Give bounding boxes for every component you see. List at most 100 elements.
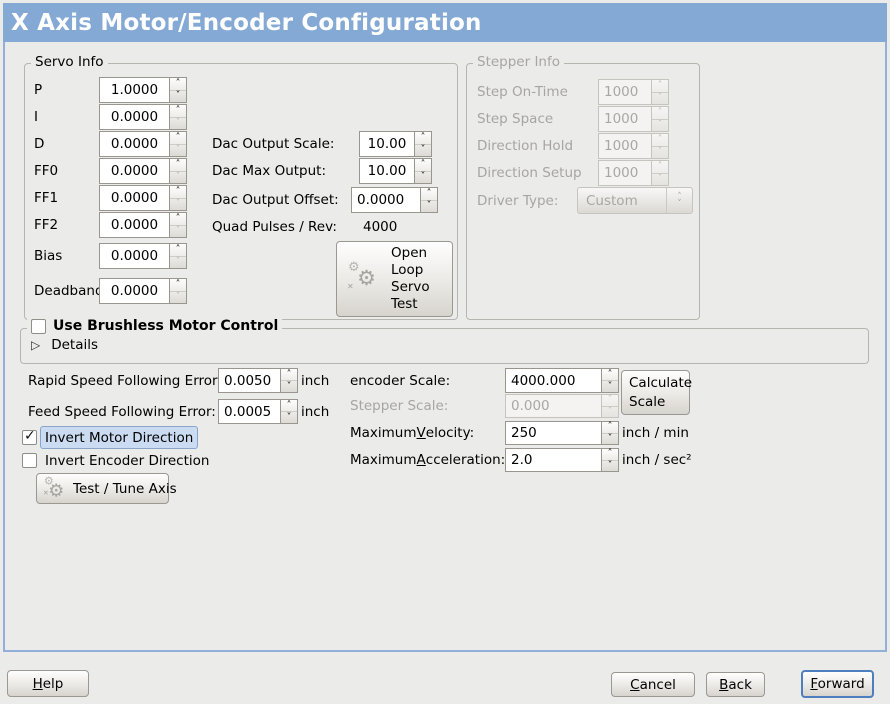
back-button[interactable]: Back bbox=[706, 672, 765, 697]
acceleration-unit-label: inch / sec² bbox=[622, 452, 692, 468]
spin-up-icon[interactable] bbox=[281, 400, 297, 412]
invert-encoder-checkbox[interactable] bbox=[22, 453, 37, 468]
spin-down-icon[interactable] bbox=[281, 412, 297, 423]
spin-down-icon[interactable] bbox=[602, 461, 618, 472]
spin-down-icon[interactable] bbox=[415, 145, 431, 157]
dac-output-scale-spinbox[interactable]: 10.00 bbox=[359, 131, 432, 157]
invert-motor-label[interactable]: Invert Motor Direction bbox=[40, 426, 199, 449]
servo-label-d: D bbox=[34, 136, 45, 152]
encoder-scale-spinbox[interactable]: 4000.000 bbox=[505, 368, 619, 393]
spin-down-icon[interactable] bbox=[602, 434, 618, 445]
spin-buttons[interactable] bbox=[601, 369, 618, 392]
invert-encoder-label[interactable]: Invert Encoder Direction bbox=[45, 452, 210, 469]
spin-down-icon[interactable] bbox=[421, 201, 437, 213]
spin-buttons bbox=[651, 134, 668, 158]
dac-output-scale-label: Dac Output Scale: bbox=[212, 136, 335, 152]
forward-button[interactable]: Forward bbox=[801, 670, 874, 698]
dac-max-output-spinbox[interactable]: 10.00 bbox=[359, 158, 432, 184]
spin-up-icon[interactable] bbox=[170, 279, 186, 292]
quad-pulses-value: 4000 bbox=[363, 219, 398, 235]
spin-up-icon[interactable] bbox=[170, 244, 186, 257]
stepper-scale-spinbox: 0.000 bbox=[505, 394, 619, 418]
spin-up-icon[interactable] bbox=[170, 105, 186, 118]
spin-buttons[interactable] bbox=[601, 422, 618, 444]
spin-up-icon bbox=[602, 395, 618, 407]
test-tune-axis-button[interactable]: Test / Tune Axis bbox=[36, 473, 177, 504]
spin-buttons[interactable] bbox=[169, 159, 186, 183]
spin-up-icon[interactable] bbox=[415, 159, 431, 172]
spin-buttons[interactable] bbox=[601, 449, 618, 471]
spin-down-icon[interactable] bbox=[415, 172, 431, 184]
spin-up-icon[interactable] bbox=[170, 132, 186, 145]
stepper-info-legend: Stepper Info bbox=[473, 54, 565, 71]
spin-buttons[interactable] bbox=[420, 188, 437, 212]
spin-down-icon bbox=[170, 172, 186, 184]
details-expander[interactable]: Details bbox=[31, 337, 98, 353]
spin-buttons[interactable] bbox=[414, 132, 431, 156]
spin-up-icon[interactable] bbox=[602, 449, 618, 461]
spin-buttons[interactable] bbox=[169, 78, 186, 102]
spin-up-icon[interactable] bbox=[281, 369, 297, 381]
use-brushless-checkbox[interactable] bbox=[31, 319, 46, 334]
rapid-unit-label: inch bbox=[301, 372, 330, 389]
feed-following-error-spinbox[interactable]: 0.0005 bbox=[218, 399, 298, 424]
spin-buttons bbox=[601, 395, 618, 417]
spin-up-icon[interactable] bbox=[170, 186, 186, 199]
spin-buttons[interactable] bbox=[280, 369, 297, 392]
velocity-unit-label: inch / min bbox=[622, 425, 689, 441]
servo-ff1-spinbox[interactable]: 0.0000 bbox=[99, 185, 187, 211]
servo-i-spinbox[interactable]: 0.0000 bbox=[99, 104, 187, 130]
cancel-button[interactable]: Cancel bbox=[611, 672, 695, 697]
servo-p-spinbox[interactable]: 1.0000 bbox=[99, 77, 187, 103]
spin-down-icon bbox=[170, 118, 186, 130]
spin-buttons[interactable] bbox=[169, 244, 186, 268]
spin-up-icon bbox=[652, 134, 668, 147]
servo-deadband-spinbox[interactable]: 0.0000 bbox=[99, 278, 187, 304]
spin-buttons[interactable] bbox=[169, 279, 186, 303]
spin-buttons[interactable] bbox=[169, 132, 186, 156]
spin-up-icon[interactable] bbox=[170, 213, 186, 226]
driver-type-combobox: Custom bbox=[577, 187, 693, 214]
spin-buttons[interactable] bbox=[169, 105, 186, 129]
spin-buttons[interactable] bbox=[280, 400, 297, 423]
spin-down-icon[interactable] bbox=[602, 381, 618, 392]
rapid-following-error-spinbox[interactable]: 0.0050 bbox=[218, 368, 298, 393]
servo-ff0-spinbox[interactable]: 0.0000 bbox=[99, 158, 187, 184]
maximum-velocity-spinbox[interactable]: 250 bbox=[505, 421, 619, 445]
spin-up-icon[interactable] bbox=[602, 369, 618, 381]
servo-bias-spinbox[interactable]: 0.0000 bbox=[99, 243, 187, 269]
servo-d-spinbox[interactable]: 0.0000 bbox=[99, 131, 187, 157]
spin-up-icon[interactable] bbox=[602, 422, 618, 434]
spin-buttons[interactable] bbox=[169, 186, 186, 210]
spin-down-icon bbox=[602, 407, 618, 418]
direction-hold-label: Direction Hold bbox=[477, 138, 574, 154]
maximum-acceleration-spinbox[interactable]: 2.0 bbox=[505, 448, 619, 472]
spin-down-icon bbox=[652, 174, 668, 186]
servo-label-ff0: FF0 bbox=[34, 163, 59, 179]
feed-unit-label: inch bbox=[301, 403, 330, 420]
help-button[interactable]: Help bbox=[7, 670, 89, 697]
invert-motor-checkbox[interactable] bbox=[22, 428, 37, 445]
spin-up-icon[interactable] bbox=[170, 78, 186, 91]
combo-arrows-icon bbox=[666, 188, 692, 213]
spin-up-icon[interactable] bbox=[170, 159, 186, 172]
spin-down-icon[interactable] bbox=[170, 91, 186, 103]
servo-label-deadband: Deadband bbox=[34, 283, 104, 299]
gears-icon bbox=[43, 478, 65, 498]
spin-buttons[interactable] bbox=[414, 159, 431, 183]
dac-output-offset-spinbox[interactable]: 0.0000 bbox=[351, 187, 438, 213]
spin-down-icon[interactable] bbox=[281, 381, 297, 392]
servo-ff2-spinbox[interactable]: 0.0000 bbox=[99, 212, 187, 238]
expander-triangle-icon[interactable] bbox=[31, 337, 40, 353]
gears-icon bbox=[347, 264, 377, 294]
page-title: X Axis Motor/Encoder Configuration bbox=[11, 9, 482, 36]
servo-info-legend: Servo Info bbox=[31, 54, 108, 71]
spin-up-icon[interactable] bbox=[421, 188, 437, 201]
use-brushless-label[interactable]: Use Brushless Motor Control bbox=[53, 318, 279, 334]
spin-up-icon[interactable] bbox=[415, 132, 431, 145]
spin-buttons[interactable] bbox=[169, 213, 186, 237]
stepper-info-frame: Stepper Info Step On-Time 1000 Step Spac… bbox=[466, 54, 700, 320]
